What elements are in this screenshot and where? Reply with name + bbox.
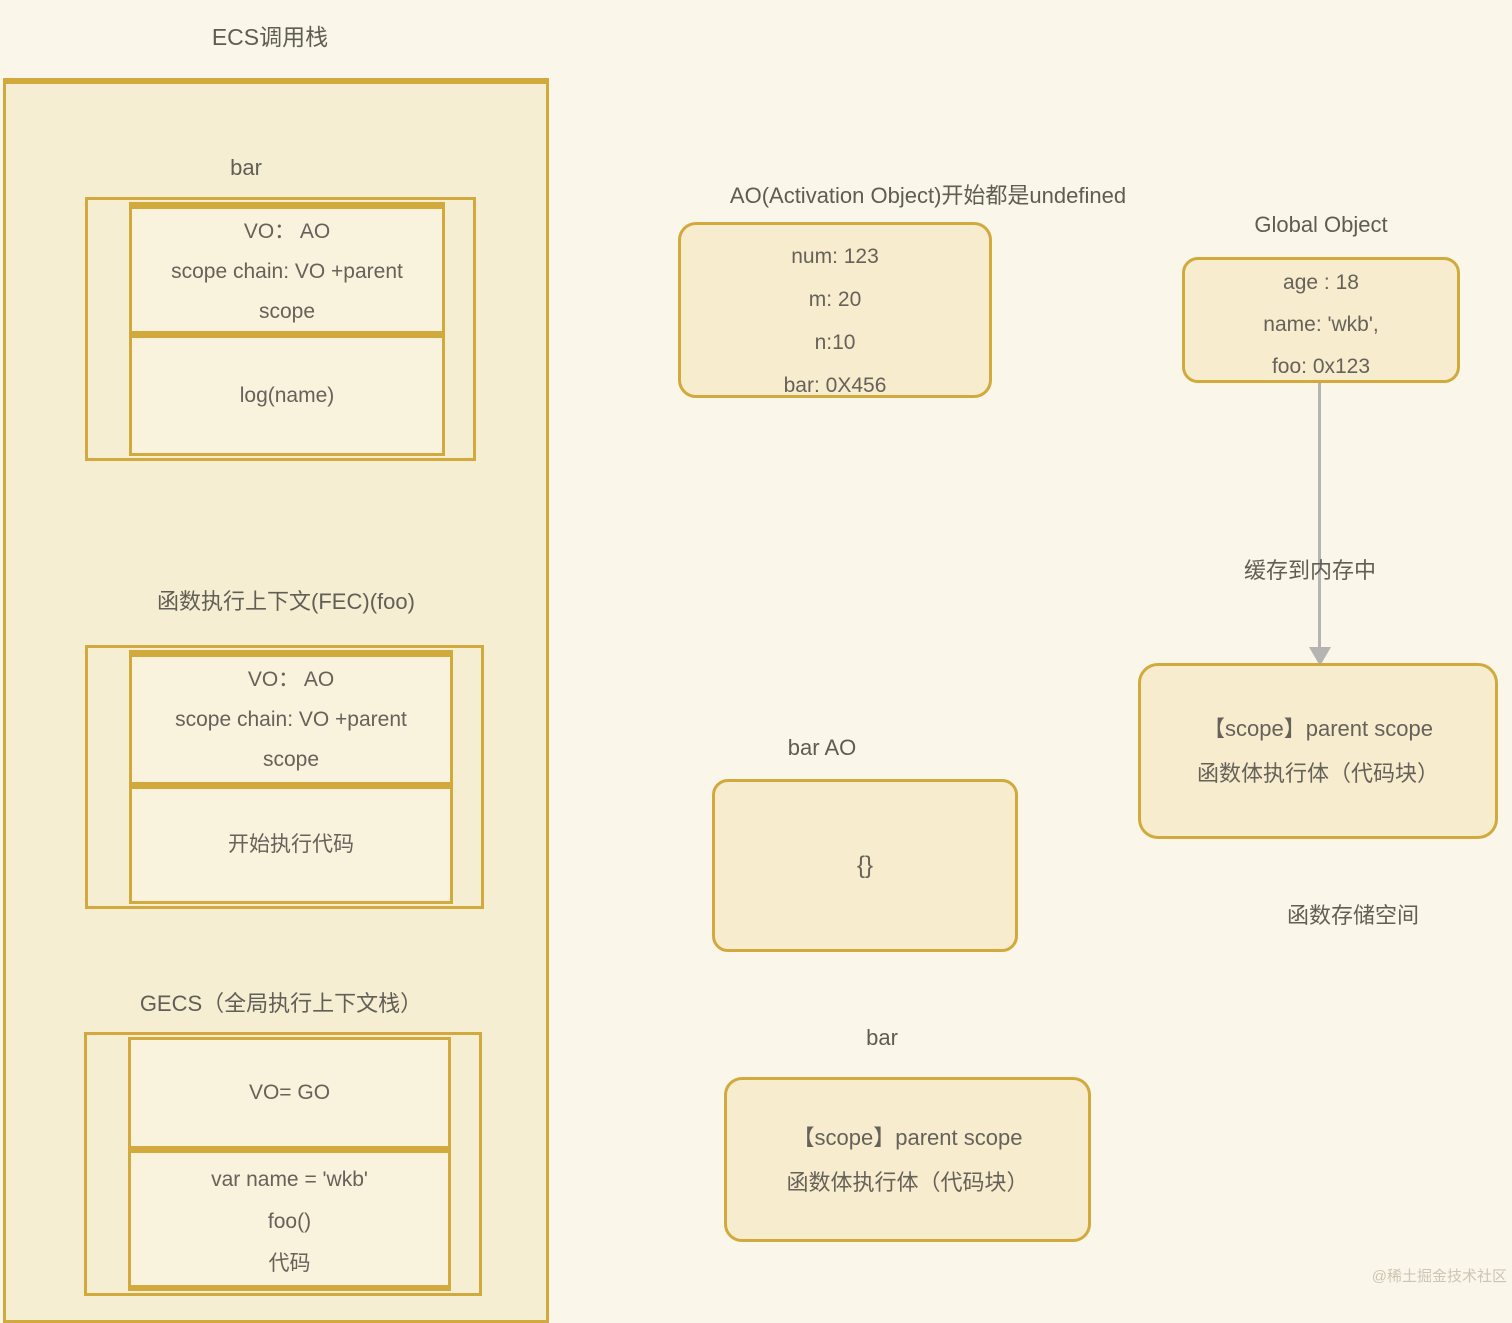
down-arrow-head-icon xyxy=(1309,647,1331,666)
text-line: log(name) xyxy=(239,383,335,407)
text-line: var name = 'wkb' xyxy=(211,1168,368,1191)
bar-ao-label: bar AO xyxy=(787,735,857,760)
text-line: name: 'wkb', xyxy=(1263,313,1379,336)
text-line: VO： AO xyxy=(243,220,331,243)
global-object-box: age : 18 name: 'wkb', foo: 0x123 xyxy=(1182,257,1460,383)
text-line: 函数体执行体（代码块） xyxy=(1196,761,1439,786)
frame-gecs-vo-cell: VO= GO xyxy=(131,1040,448,1153)
frame-bar: VO： AO scope chain: VO +parent scope log… xyxy=(85,197,476,461)
bar-scope-label: bar xyxy=(866,1025,898,1050)
text-line: bar: 0X456 xyxy=(783,374,887,397)
frame-fec-inner: VO： AO scope chain: VO +parent scope 开始执… xyxy=(129,650,453,904)
text-line: 【scope】parent scope xyxy=(1203,716,1433,741)
frame-gecs-inner: VO= GO var name = 'wkb' foo() 代码 xyxy=(128,1037,451,1291)
global-object-title: Global Object xyxy=(1254,212,1388,237)
text-line: scope chain: VO +parent xyxy=(175,708,407,731)
text-line: VO= GO xyxy=(248,1081,331,1104)
ao-note-title: AO(Activation Object)开始都是undefined xyxy=(729,183,1127,208)
frame-bar-label: bar xyxy=(230,155,262,180)
frame-gecs: VO= GO var name = 'wkb' foo() 代码 xyxy=(84,1032,482,1296)
down-arrow-line xyxy=(1318,383,1321,647)
text-line: VO： AO xyxy=(247,668,335,691)
ecs-stack-title: ECS调用栈 xyxy=(211,24,329,50)
frame-bar-code-cell: log(name) xyxy=(132,338,442,453)
ao-note-box: num: 123 m: 20 n:10 bar: 0X456 xyxy=(678,222,992,398)
frame-gecs-label: GECS（全局执行上下文栈） xyxy=(139,991,423,1016)
function-storage-box: 【scope】parent scope 函数体执行体（代码块） xyxy=(1138,663,1498,839)
frame-gecs-code-cell: var name = 'wkb' foo() 代码 xyxy=(131,1153,448,1285)
text-line: n:10 xyxy=(814,331,856,354)
frame-bar-vo-cell: VO： AO scope chain: VO +parent scope xyxy=(132,209,442,338)
frame-fec: VO： AO scope chain: VO +parent scope 开始执… xyxy=(85,645,484,909)
function-storage-caption: 函数存储空间 xyxy=(1286,903,1419,928)
text-line: 函数体执行体（代码块） xyxy=(786,1169,1029,1195)
watermark: @稀土掘金技术社区 xyxy=(1371,1268,1507,1285)
frame-fec-vo-cell: VO： AO scope chain: VO +parent scope xyxy=(132,657,450,789)
frame-fec-code-cell: 开始执行代码 xyxy=(132,789,450,901)
bar-scope-box: 【scope】parent scope 函数体执行体（代码块） xyxy=(724,1077,1091,1242)
bar-ao-box: {} xyxy=(712,779,1018,952)
text-line: foo() xyxy=(267,1210,312,1233)
text-line: 开始执行代码 xyxy=(228,833,354,856)
arrow-label: 缓存到内存中 xyxy=(1243,558,1376,583)
empty-object-literal: {} xyxy=(856,851,874,879)
text-line: m: 20 xyxy=(808,288,862,311)
frame-fec-label: 函数执行上下文(FEC)(foo) xyxy=(157,589,415,614)
text-line: num: 123 xyxy=(791,245,879,268)
text-line: 代码 xyxy=(268,1252,311,1275)
text-line: scope xyxy=(258,300,316,323)
text-line: scope xyxy=(262,748,320,771)
text-line: 【scope】parent scope xyxy=(792,1124,1023,1150)
text-line: foo: 0x123 xyxy=(1271,355,1371,378)
frame-bar-inner: VO： AO scope chain: VO +parent scope log… xyxy=(129,202,445,456)
text-line: scope chain: VO +parent xyxy=(171,260,403,283)
text-line: age : 18 xyxy=(1283,271,1359,294)
